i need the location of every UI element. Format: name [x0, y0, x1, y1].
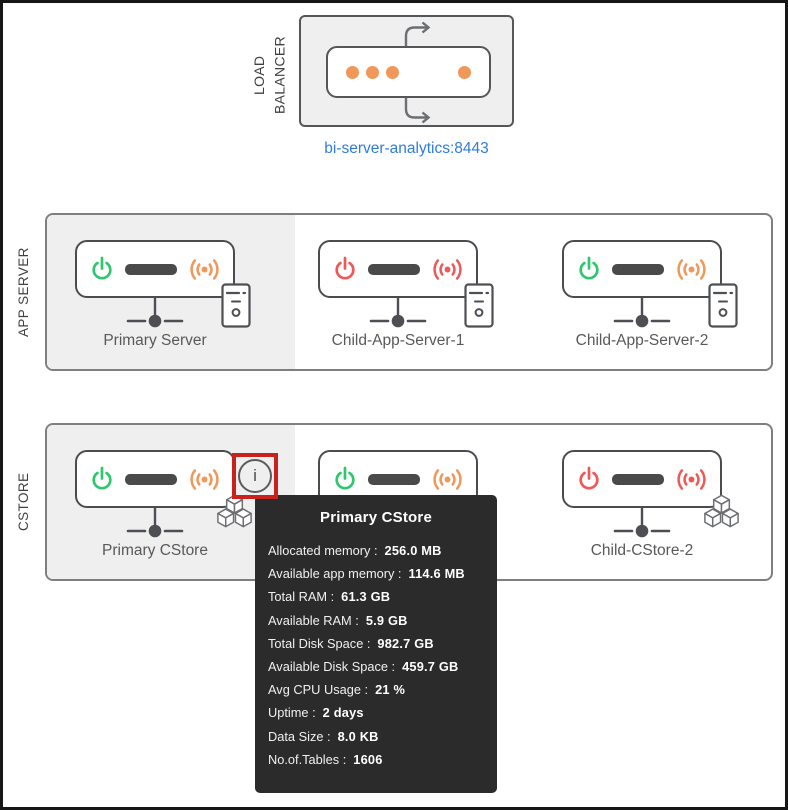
server-name: Child-App-Server-2: [575, 332, 709, 349]
lb-dot: [458, 65, 471, 79]
server-name: Primary CStore: [102, 542, 208, 559]
server-name: Child-App-Server-1: [331, 332, 465, 349]
status-bar: [367, 473, 420, 485]
stat-label: Avg CPU Usage :: [268, 682, 369, 698]
stat-value: 982.7 GB: [377, 635, 434, 651]
lb-endpoint-link[interactable]: bi-server-analytics:8443: [324, 140, 489, 157]
network-connector-icon: [613, 508, 671, 538]
status-bar: [367, 263, 420, 275]
cstore-cubes-icon: [704, 494, 739, 528]
stat-label: Available RAM :: [268, 612, 359, 628]
server-status-box[interactable]: [75, 240, 235, 298]
stat-value: 5.9 GB: [365, 612, 408, 628]
load-balancer-node[interactable]: [299, 15, 514, 127]
stat-label: Allocated memory :: [268, 543, 378, 559]
status-bar: [611, 473, 664, 485]
stat-label: Available Disk Space :: [268, 659, 396, 675]
node-primary-server[interactable]: Primary Server: [75, 240, 251, 350]
tooltip-row: Available Disk Space : 459.7 GB: [268, 655, 487, 678]
power-icon: [91, 466, 112, 490]
power-icon: [334, 466, 355, 490]
tooltip-row: Allocated memory : 256.0 MB: [268, 539, 487, 562]
app-server-section-label: APP SERVER: [16, 247, 31, 337]
tooltip-row: Total Disk Space : 982.7 GB: [268, 632, 487, 655]
tooltip-row: Data Size : 8.0 KB: [268, 725, 487, 748]
signal-icon: [189, 258, 219, 280]
stat-label: Data Size :: [268, 728, 331, 744]
server-name: Child-CStore-2: [590, 542, 694, 559]
lb-dot: [346, 65, 359, 79]
node-child-cstore-2[interactable]: Child-CStore-2: [562, 450, 739, 560]
cycle-arrow-top-icon: [404, 21, 430, 49]
server-name: Primary Server: [103, 332, 207, 349]
signal-icon: [189, 468, 219, 490]
network-connector-icon: [369, 298, 427, 328]
stat-label: Total Disk Space :: [268, 635, 371, 651]
lb-dot: [386, 65, 399, 79]
stat-label: No.of.Tables :: [268, 751, 347, 767]
stat-value: 8.0 KB: [337, 728, 379, 744]
stat-value: 1606: [353, 751, 383, 767]
tooltip-rows: Allocated memory : 256.0 MB Available app…: [255, 539, 497, 771]
power-icon: [578, 466, 599, 490]
server-tower-icon: [708, 283, 738, 328]
stat-value: 256.0 MB: [384, 543, 442, 559]
server-status-box[interactable]: [318, 240, 478, 298]
server-status-box[interactable]: [75, 450, 235, 508]
power-icon: [334, 256, 355, 280]
node-child-app-server-1[interactable]: Child-App-Server-1: [318, 240, 494, 350]
stat-value: 459.7 GB: [402, 659, 459, 675]
tooltip-title: Primary CStore: [319, 509, 432, 526]
info-icon[interactable]: i: [238, 459, 272, 493]
lb-dots-left: [346, 65, 399, 79]
network-connector-icon: [126, 298, 184, 328]
network-connector-icon: [126, 508, 184, 538]
stat-value: 61.3 GB: [341, 589, 391, 605]
signal-icon: [676, 258, 706, 280]
tooltip-row: No.of.Tables : 1606: [268, 748, 487, 771]
server-status-box[interactable]: [562, 240, 722, 298]
cstore-section-label: CSTORE: [16, 472, 31, 532]
tooltip-row: Uptime : 2 days: [268, 701, 487, 724]
load-balancer-section-label: LOAD BALANCER: [251, 36, 288, 114]
load-balancer-icon: [326, 46, 491, 98]
stat-label: Uptime :: [268, 705, 316, 721]
stat-label: Available app memory :: [268, 566, 402, 582]
status-bar: [611, 263, 664, 275]
stat-value: 21 %: [375, 682, 406, 698]
network-connector-icon: [613, 298, 671, 328]
tooltip-row: Total RAM : 61.3 GB: [268, 585, 487, 608]
tooltip-row: Available app memory : 114.6 MB: [268, 562, 487, 585]
power-icon: [578, 256, 599, 280]
node-child-app-server-2[interactable]: Child-App-Server-2: [562, 240, 738, 350]
app-server-section: Primary Server Child-App-Server-1 Child-…: [45, 213, 773, 371]
tooltip-row: Available RAM : 5.9 GB: [268, 609, 487, 632]
server-status-box[interactable]: [562, 450, 722, 508]
stat-value: 114.6 MB: [408, 566, 465, 582]
node-stats-tooltip: Primary CStore Allocated memory : 256.0 M…: [255, 495, 497, 793]
stat-value: 2 days: [322, 705, 364, 721]
status-bar: [124, 473, 177, 485]
cycle-arrow-bottom-icon: [404, 96, 430, 124]
signal-icon: [676, 468, 706, 490]
power-icon: [91, 256, 112, 280]
tooltip-row: Avg CPU Usage : 21 %: [268, 678, 487, 701]
stat-label: Total RAM :: [268, 589, 335, 605]
server-tower-icon: [464, 283, 494, 328]
lb-dot: [366, 65, 379, 79]
status-bar: [124, 263, 177, 275]
node-primary-cstore[interactable]: i Primary CStore: [75, 450, 278, 560]
server-tower-icon: [221, 283, 251, 328]
signal-icon: [432, 258, 462, 280]
signal-icon: [432, 468, 462, 490]
info-button-highlight: i: [232, 453, 278, 499]
